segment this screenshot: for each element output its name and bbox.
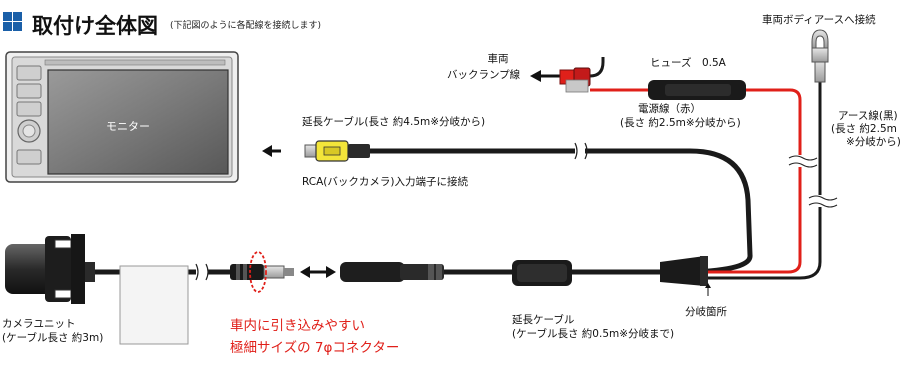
- earth-line-label-3: ※分岐から): [846, 136, 901, 148]
- power-wire: [590, 88, 818, 274]
- ring-terminal-icon: [811, 29, 829, 83]
- body-earth-label: 車両ボディアースへ接続: [762, 14, 876, 26]
- camera-unit: [5, 234, 95, 304]
- branch-point-label: 分岐箇所: [685, 306, 727, 318]
- arrow-left-icon: [262, 145, 281, 157]
- camera-cable: [85, 251, 294, 293]
- monitor-unit: [5, 51, 239, 183]
- fuse-holder: [648, 80, 746, 100]
- fuse-label: ヒューズ 0.5A: [650, 57, 726, 69]
- extension-cable-short-label-2: (ケーブル長さ 約0.5m※分岐まで): [512, 328, 675, 340]
- extension-cable-long-label: 延長ケーブル(長さ 約4.5m※分岐から): [302, 116, 486, 128]
- back-lamp-wire: [530, 57, 605, 93]
- power-line-label-2: (長さ 約2.5m※分岐から): [620, 117, 741, 129]
- rca-plug: [304, 140, 370, 162]
- branch-junction: [660, 256, 711, 296]
- monitor-label: モニター: [106, 120, 150, 133]
- earth-line-label-1: アース線(黒): [838, 110, 898, 122]
- camera-unit-label-1: カメラユニット: [2, 318, 76, 330]
- page-subtitle: (下記図のように各配線を接続します): [170, 21, 322, 31]
- cable-tag: [119, 265, 189, 345]
- earth-line-label-2: (長さ 約2.5m: [831, 123, 897, 135]
- camera-unit-label-2: (ケーブル長さ 約3m): [2, 332, 104, 344]
- double-arrow-icon: [300, 266, 336, 278]
- earth-wire: [705, 80, 838, 280]
- rca-input-label: RCA(バックカメラ)入力端子に接続: [302, 176, 468, 188]
- extension-cable-long: [370, 142, 753, 275]
- title-square-icon: [3, 12, 22, 31]
- back-lamp-label-2: バックランプ線: [447, 69, 521, 81]
- extension-cable-short: [340, 260, 660, 286]
- back-lamp-label-1: 車両: [487, 53, 509, 65]
- page-title: 取付け全体図: [32, 14, 158, 38]
- extension-cable-short-label-1: 延長ケーブル: [512, 314, 575, 326]
- power-line-label-1: 電源線（赤）: [638, 103, 701, 115]
- connector-note-2: 極細サイズの 7φコネクター: [230, 340, 400, 356]
- connector-note-1: 車内に引き込みやすい: [230, 318, 365, 334]
